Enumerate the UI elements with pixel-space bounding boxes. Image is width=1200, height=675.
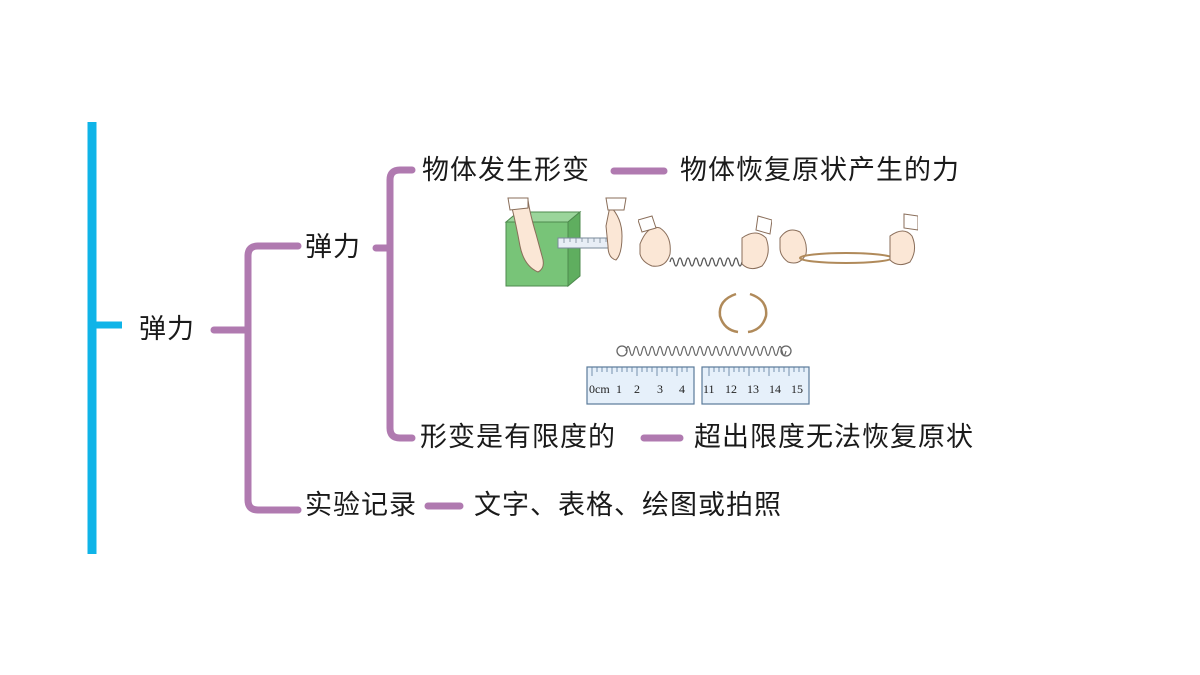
branch2-detail: 文字、表格、绘图或拍照 — [474, 490, 782, 521]
overstretched-spring-illustration — [616, 345, 792, 357]
ruler-right: 11 12 13 14 15 — [701, 366, 810, 405]
sub2-node: 形变是有限度的 — [420, 422, 616, 453]
spring-stretch-illustration — [638, 215, 772, 270]
block-stretch-illustration — [504, 197, 627, 288]
root-node: 弹力 — [139, 314, 195, 345]
rubber-band-illustration — [779, 213, 918, 266]
ruler-right-label: 13 — [747, 382, 759, 396]
ruler-left-label: 4 — [679, 382, 685, 396]
ruler-right-label: 12 — [725, 382, 737, 396]
branch2-node: 实验记录 — [305, 490, 417, 521]
ruler-left-label: 1 — [616, 382, 622, 396]
broken-ring-illustration — [718, 292, 768, 334]
ruler-right-label: 14 — [769, 382, 781, 396]
root-bracket — [244, 242, 302, 514]
branch1-bracket — [386, 166, 416, 442]
ruler-left-label: 3 — [657, 382, 663, 396]
branch1-node: 弹力 — [305, 232, 361, 263]
sub2-detail: 超出限度无法恢复原状 — [694, 422, 974, 453]
ruler-left-label: 2 — [634, 382, 640, 396]
sub1-node: 物体发生形变 — [422, 155, 590, 186]
ruler-right-label: 11 — [703, 382, 715, 396]
ruler-left-label: 0cm — [589, 382, 610, 396]
ruler-left: 0cm 1 2 3 4 — [586, 366, 695, 405]
sub1-detail: 物体恢复原状产生的力 — [680, 155, 960, 186]
ruler-right-label: 15 — [791, 382, 803, 396]
